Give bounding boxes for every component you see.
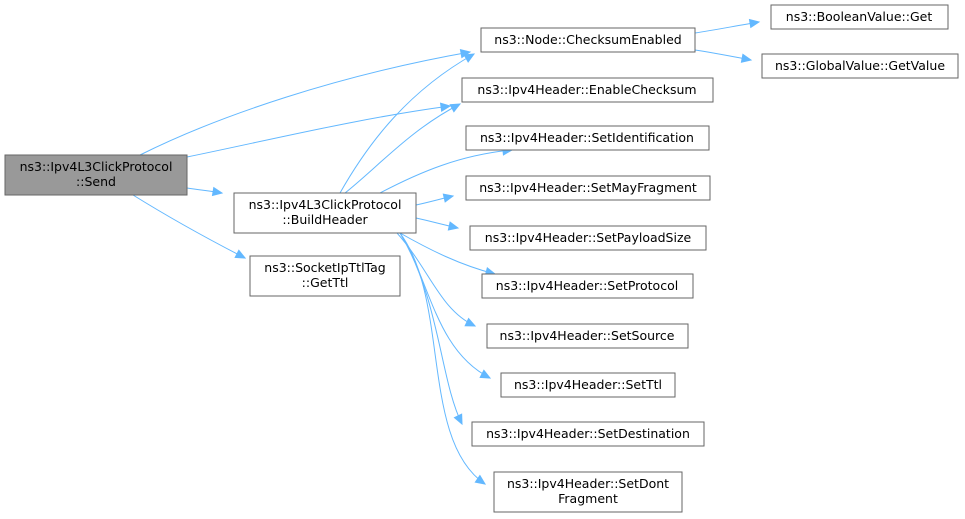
node-set-ttl[interactable]: ns3::Ipv4Header::SetTtl [500, 372, 676, 398]
node-set-ttl-label: ns3::Ipv4Header::SetTtl [514, 377, 662, 392]
node-build-header-line-2: ::BuildHeader [282, 212, 368, 227]
node-set-payload-size-label: ns3::Ipv4Header::SetPayloadSize [485, 230, 692, 245]
arrowhead [439, 102, 452, 112]
node-set-destination-label: ns3::Ipv4Header::SetDestination [486, 426, 690, 441]
node-set-destination[interactable]: ns3::Ipv4Header::SetDestination [471, 421, 705, 447]
arrowhead [447, 221, 460, 231]
node-set-protocol-label: ns3::Ipv4Header::SetProtocol [496, 278, 678, 293]
call-edges [132, 18, 761, 485]
arrowhead [234, 249, 247, 259]
node-set-protocol[interactable]: ns3::Ipv4Header::SetProtocol [481, 273, 694, 299]
arrowhead [474, 474, 487, 485]
edge-build-header-to-set-identification [379, 149, 513, 194]
node-set-identification[interactable]: ns3::Ipv4Header::SetIdentification [465, 125, 710, 151]
arrowhead [211, 186, 224, 197]
node-set-may-fragment[interactable]: ns3::Ipv4Header::SetMayFragment [465, 175, 711, 201]
arrowhead [740, 53, 753, 63]
node-get-ttl-line-1: ns3::SocketIpTtlTag [264, 260, 385, 275]
node-build-header-line-1: ns3::Ipv4L3ClickProtocol [249, 197, 402, 212]
edge-build-header-to-set-destination [399, 232, 463, 425]
node-send-line-1: ns3::Ipv4L3ClickProtocol [20, 159, 173, 174]
node-set-source-label: ns3::Ipv4Header::SetSource [500, 328, 675, 343]
node-send-line-2: ::Send [76, 174, 116, 189]
node-set-source[interactable]: ns3::Ipv4Header::SetSource [486, 323, 689, 349]
edge-send-to-enable-checksum [186, 105, 451, 158]
arrowhead [449, 103, 462, 113]
node-boolean-get[interactable]: ns3::BooleanValue::Get [770, 4, 949, 30]
edge-checksum-enabled-to-boolean-get [694, 21, 760, 34]
arrowhead [453, 413, 463, 426]
node-enable-checksum[interactable]: ns3::Ipv4Header::EnableChecksum [461, 77, 714, 103]
node-set-payload-size[interactable]: ns3::Ipv4Header::SetPayloadSize [469, 225, 707, 251]
node-global-get-value[interactable]: ns3::GlobalValue::GetValue [761, 53, 959, 79]
node-checksum-enabled[interactable]: ns3::Node::ChecksumEnabled [480, 27, 696, 53]
node-get-ttl[interactable]: ns3::SocketIpTtlTag ::GetTtl [249, 255, 401, 297]
edge-build-header-to-checksum-enabled [339, 53, 475, 194]
arrowhead [463, 53, 476, 63]
node-enable-checksum-label: ns3::Ipv4Header::EnableChecksum [477, 82, 696, 97]
node-set-may-fragment-label: ns3::Ipv4Header::SetMayFragment [479, 180, 697, 195]
node-set-dont-fragment-line-2: Fragment [558, 491, 618, 506]
node-global-get-value-label: ns3::GlobalValue::GetValue [775, 58, 945, 73]
node-checksum-enabled-label: ns3::Node::ChecksumEnabled [494, 32, 681, 47]
edge-send-to-get-ttl [132, 194, 246, 259]
node-build-header[interactable]: ns3::Ipv4L3ClickProtocol ::BuildHeader [233, 192, 417, 234]
edge-send-to-checksum-enabled [139, 51, 471, 156]
arrowhead [464, 317, 477, 327]
edge-build-header-to-set-protocol [399, 232, 496, 275]
node-set-dont-fragment-line-1: ns3::Ipv4Header::SetDont [507, 476, 669, 491]
node-boolean-get-label: ns3::BooleanValue::Get [786, 9, 933, 24]
edge-build-header-to-set-dont-fragment [399, 232, 486, 485]
arrowhead [748, 18, 761, 29]
node-get-ttl-line-2: ::GetTtl [302, 275, 349, 290]
edge-build-header-to-enable-checksum [344, 103, 461, 194]
arrowhead [479, 369, 492, 379]
node-set-identification-label: ns3::Ipv4Header::SetIdentification [480, 130, 694, 145]
node-send[interactable]: ns3::Ipv4L3ClickProtocol ::Send [4, 154, 188, 196]
arrowhead [442, 193, 455, 203]
node-set-dont-fragment[interactable]: ns3::Ipv4Header::SetDont Fragment [493, 471, 683, 513]
